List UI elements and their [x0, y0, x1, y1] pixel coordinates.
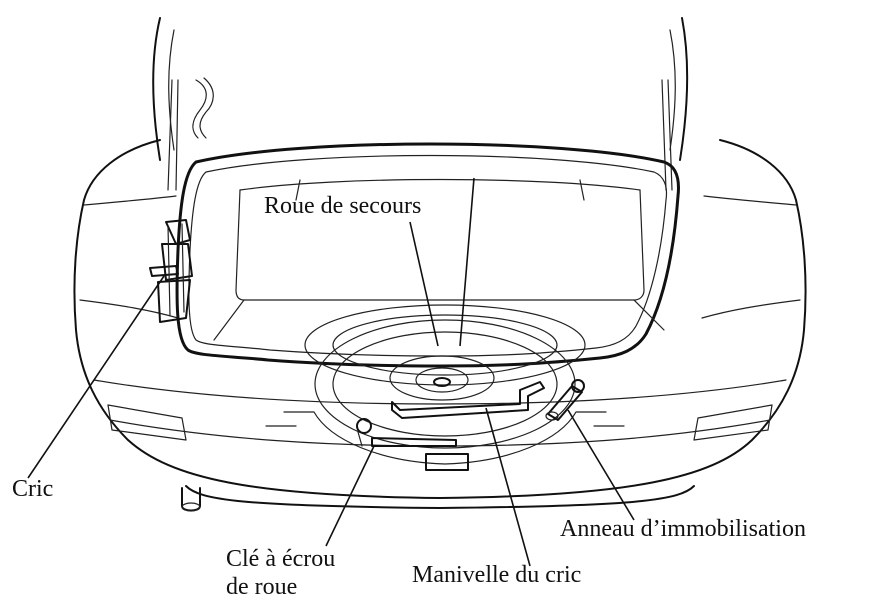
spare-wheel	[304, 304, 586, 449]
label-spare-wheel: Roue de secours	[264, 193, 421, 219]
label-jack: Cric	[12, 476, 53, 502]
lug-wrench	[356, 418, 457, 447]
label-lug-wrench-line1: Clé à écrou	[226, 546, 335, 572]
trunk-lid	[152, 17, 689, 161]
label-lug-wrench-line2: de roue	[226, 574, 297, 600]
jack-handle	[391, 381, 545, 419]
tow-ring	[545, 379, 585, 421]
label-jack-handle: Manivelle du cric	[412, 562, 581, 588]
trunk-opening	[175, 142, 680, 368]
label-tow-ring: Anneau d’immobilisation	[560, 516, 806, 542]
jack	[149, 219, 193, 323]
lid-struts	[167, 77, 673, 191]
leader-lines	[27, 177, 635, 567]
storage-tray	[265, 411, 625, 471]
